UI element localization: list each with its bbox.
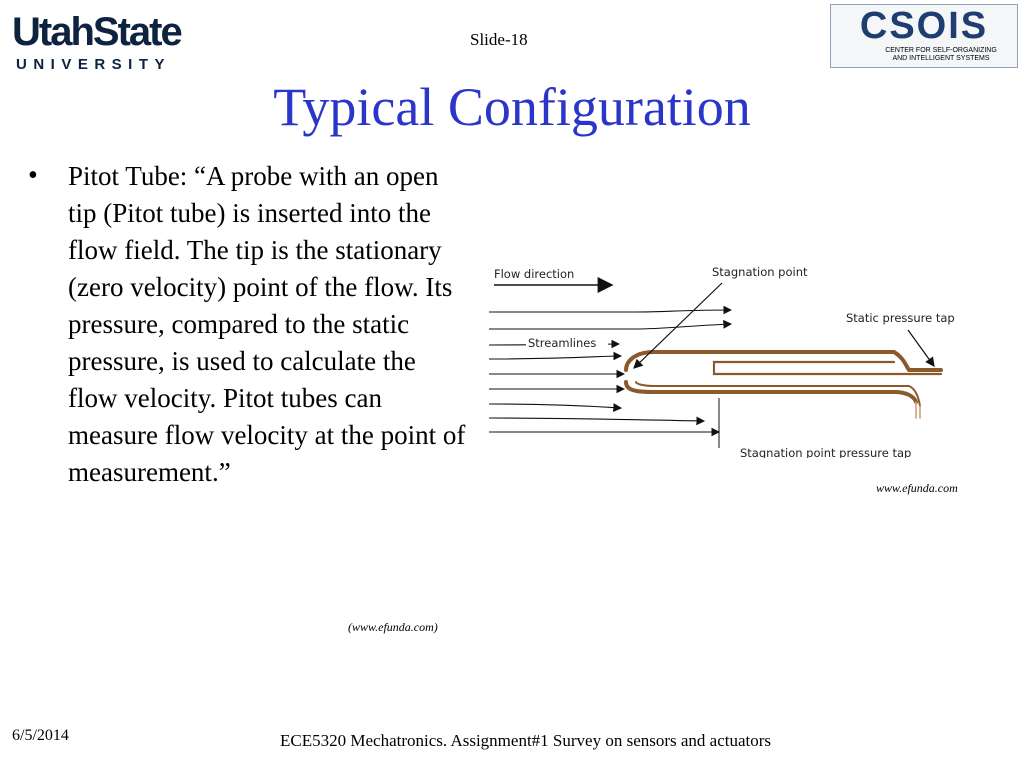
- csois-subtitle-line1: CENTER FOR SELF-ORGANIZING: [885, 47, 997, 54]
- usu-logo-subtitle: UNIVERSITY: [16, 56, 172, 73]
- csois-logo-subtitle: CENTER FOR SELF-ORGANIZING AND INTELLIGE…: [871, 47, 1011, 63]
- bullet-text: Pitot Tube: “A probe with an open tip (P…: [68, 161, 466, 487]
- footer-course: ECE5320 Mechatronics. Assignment#1 Surve…: [280, 731, 772, 750]
- csois-logo-wordmark: CSOIS: [859, 5, 989, 47]
- stagnation-point-label: Stagnation point: [712, 265, 808, 279]
- stagnation-pressure-tap-label: Stagnation point pressure tap: [740, 446, 911, 458]
- diagram-source: www.efunda.com: [876, 481, 958, 495]
- footer-date: 6/5/2014: [12, 727, 69, 744]
- stagnation-point-pointer: [633, 282, 723, 369]
- bullet-marker: •: [28, 160, 38, 191]
- static-pressure-tap-label: Static pressure tap: [846, 311, 955, 325]
- flow-direction-label: Flow direction: [494, 267, 574, 281]
- pitot-tube: [624, 350, 943, 419]
- streamlines-label: Streamlines: [528, 336, 596, 350]
- pitot-tube-diagram: Flow direction Streamlines Stagnation po…: [488, 265, 955, 458]
- csois-subtitle-line2: AND INTELLIGENT SYSTEMS: [892, 55, 990, 62]
- usu-logo: UtahState UNIVERSITY: [12, 10, 202, 74]
- slide-number: Slide-18: [470, 30, 528, 49]
- slide-title: Typical Configuration: [273, 77, 751, 137]
- bullet-citation: (www.efunda.com): [348, 620, 438, 634]
- streamlines: [488, 305, 733, 437]
- usu-logo-wordmark: UtahState: [12, 10, 183, 54]
- csois-logo: CSOIS CENTER FOR SELF-ORGANIZING AND INT…: [830, 4, 1018, 68]
- static-pressure-tap-pointer: [907, 329, 935, 367]
